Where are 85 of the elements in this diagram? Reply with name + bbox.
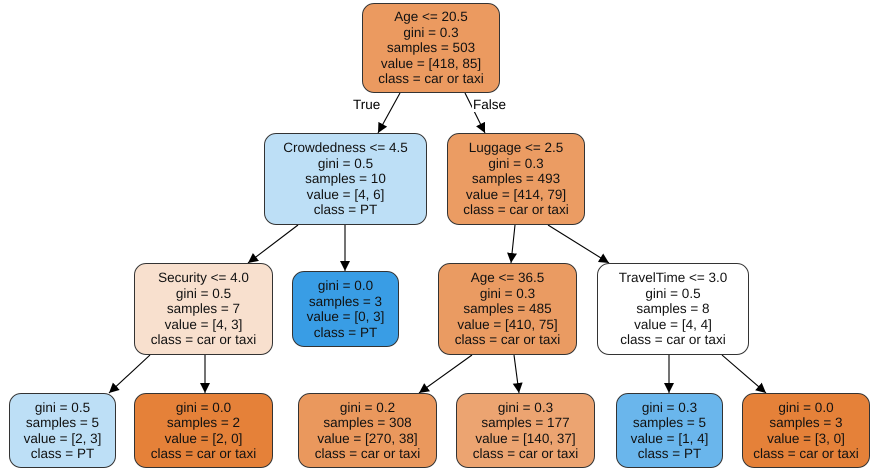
node-text: class = PT — [638, 446, 702, 462]
tree-node-box — [616, 393, 723, 468]
node-text: samples = 308 — [323, 415, 412, 430]
node-text: samples = 177 — [481, 415, 570, 430]
node-text: gini = 0.0 — [318, 278, 374, 294]
node-text: samples = 5 — [632, 415, 706, 430]
tree-node-box — [362, 3, 500, 93]
node-text: samples = 485 — [463, 301, 552, 317]
node-text: Crowdedness <= 4.5 — [283, 140, 408, 156]
node-text: Security <= 4.0 — [158, 270, 249, 286]
node-text: class = car or taxi — [463, 202, 569, 218]
arrow — [507, 224, 518, 264]
node-text: gini = 0.2 — [340, 400, 396, 415]
arrow — [248, 224, 298, 264]
tree-node-box — [134, 393, 273, 468]
tree-node-box — [742, 393, 870, 468]
node-text: class = car or taxi — [314, 446, 420, 462]
node-text: TravelTime <= 3.0 — [618, 270, 728, 286]
node-text: value = [4, 3] — [164, 316, 242, 332]
edge-label: True — [352, 97, 382, 112]
node-text: class = car or taxi — [150, 446, 256, 462]
node-text: value = [0, 3] — [306, 309, 384, 324]
node-text: gini = 0.0 — [778, 400, 834, 415]
node-text: samples = 8 — [636, 301, 710, 317]
arrow — [664, 355, 674, 393]
node-text: class = PT — [30, 446, 94, 462]
arrow — [548, 224, 610, 264]
node-text: Age <= 20.5 — [394, 9, 468, 25]
node-text: gini = 0.5 — [176, 286, 232, 302]
tree-node-box — [134, 263, 273, 355]
node-text: gini = 0.3 — [403, 24, 459, 40]
node-text: value = [2, 3] — [24, 430, 102, 446]
node-text: samples = 10 — [305, 171, 386, 187]
node-text: value = [1, 4] — [630, 430, 708, 446]
node-text: Age <= 36.5 — [470, 270, 544, 286]
node-text: value = [414, 79] — [466, 186, 566, 202]
node-text: value = [418, 85] — [380, 56, 482, 72]
tree-node-box — [298, 393, 437, 468]
arrow — [722, 354, 766, 394]
node-text: class = car or taxi — [378, 71, 484, 87]
node-text: gini = 0.5 — [34, 400, 90, 415]
node-text: Luggage <= 2.5 — [468, 140, 564, 156]
arrow — [108, 354, 150, 394]
node-text: class = car or taxi — [150, 332, 256, 348]
tree-node-box — [438, 263, 577, 355]
node-text: value = [270, 38] — [317, 430, 418, 446]
node-text: samples = 2 — [166, 415, 240, 430]
arrow — [340, 225, 350, 271]
node-text: class = car or taxi — [472, 446, 578, 462]
node-text: value = [2, 0] — [164, 430, 242, 446]
node-text: class = PT — [314, 324, 378, 340]
arrow — [512, 354, 523, 394]
node-text: gini = 0.3 — [488, 156, 544, 172]
node-text: gini = 0.3 — [480, 286, 536, 302]
arrow — [200, 355, 210, 393]
tree-node-box — [9, 393, 116, 468]
node-text: value = [3, 0] — [767, 430, 845, 446]
node-text: samples = 3 — [308, 294, 382, 309]
node-text: class = car or taxi — [753, 446, 859, 462]
node-text: samples = 493 — [472, 171, 560, 187]
node-text: value = [410, 75] — [457, 316, 558, 332]
arrow — [418, 354, 472, 394]
arrow — [378, 92, 400, 134]
node-text: gini = 0.3 — [642, 400, 698, 415]
node-text: class = car or taxi — [454, 332, 560, 348]
tree-node-box — [264, 133, 427, 225]
tree-node-box — [597, 263, 749, 355]
node-text: samples = 7 — [166, 301, 240, 317]
tree-node-box — [292, 271, 399, 347]
node-text: gini = 0.5 — [318, 156, 374, 172]
node-text: value = [4, 6] — [306, 186, 384, 202]
node-text: gini = 0.5 — [645, 286, 701, 302]
arrow — [464, 92, 486, 134]
tree-node-box — [447, 133, 585, 225]
node-text: class = PT — [314, 202, 378, 218]
edge-label: False — [472, 97, 508, 112]
node-text: samples = 3 — [769, 415, 843, 430]
node-text: gini = 0.3 — [498, 400, 554, 415]
node-text: samples = 5 — [26, 415, 100, 430]
node-text: value = [140, 37] — [475, 430, 576, 446]
tree-node-box — [456, 393, 595, 468]
node-text: value = [4, 4] — [634, 316, 712, 332]
node-text: gini = 0.0 — [176, 400, 232, 415]
node-text: samples = 503 — [386, 40, 476, 56]
node-text: class = car or taxi — [620, 332, 726, 348]
